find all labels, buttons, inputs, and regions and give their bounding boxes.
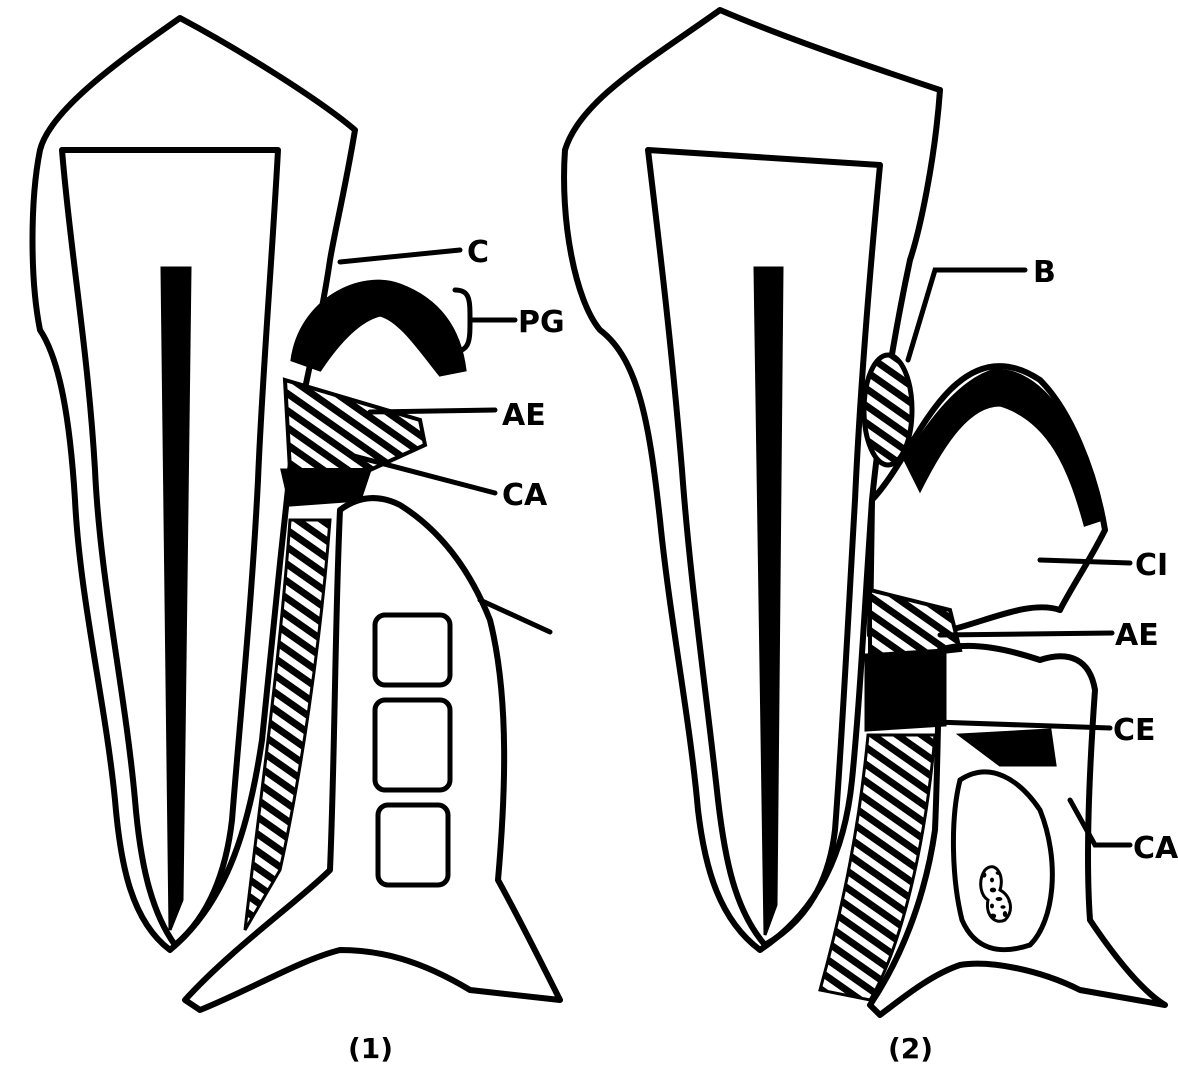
- leader-line: [935, 722, 1110, 728]
- label-ae: AE: [502, 398, 546, 433]
- panel-2-marrow-space: [953, 772, 1052, 950]
- panel-1: C PG AE CA (1): [33, 18, 565, 1065]
- label-ca: CA: [502, 478, 548, 513]
- panel-1-gingiva: [292, 281, 465, 375]
- panel-1-caption: (1): [348, 1032, 393, 1065]
- panel-1-marrow-space: [375, 615, 450, 685]
- panel-2-gingiva-epithelium: [905, 370, 1100, 525]
- panel-2-caption: (2): [888, 1032, 933, 1065]
- panel-1-marrow-space: [378, 805, 448, 885]
- panel-2: B CI AE CE CA (2): [564, 10, 1178, 1065]
- label-pg: PG: [518, 305, 565, 340]
- panel-2-cemento-enamel: [866, 650, 945, 730]
- leader-line: [1070, 800, 1130, 845]
- panel-2-connective-attachment: [960, 730, 1055, 765]
- leader-line: [370, 410, 495, 412]
- label-ce: CE: [1113, 713, 1156, 748]
- label-ci: CI: [1135, 548, 1168, 583]
- panel-1-marrow-space: [375, 700, 450, 790]
- leader-line: [350, 455, 495, 493]
- leader-line: [340, 250, 460, 262]
- leader-line: [1040, 560, 1130, 563]
- label-b: B: [1033, 255, 1056, 290]
- leader-line: [940, 633, 1112, 635]
- tooth-2-pulp-canal: [755, 268, 782, 935]
- label-c: C: [467, 235, 489, 270]
- label-ae: AE: [1115, 618, 1159, 653]
- panel-1-periodontal-ligament: [245, 520, 330, 930]
- tooth-1-pulp-canal: [162, 268, 190, 930]
- label-ca: CA: [1133, 831, 1178, 866]
- leader-line: [908, 270, 1025, 360]
